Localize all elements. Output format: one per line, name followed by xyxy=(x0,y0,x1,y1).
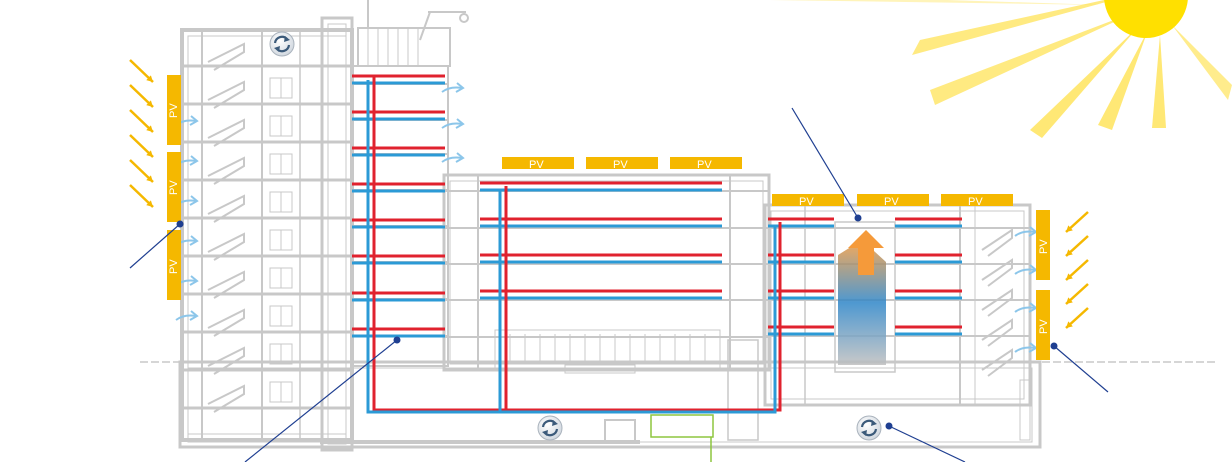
dot-icon xyxy=(176,220,184,228)
arrow-icon xyxy=(1014,230,1036,237)
arrow-icon-head xyxy=(189,235,199,246)
stair-flight xyxy=(207,118,245,147)
arrow-icon xyxy=(1014,268,1036,275)
heating-cooling-pipes xyxy=(352,74,962,414)
arrow-icon xyxy=(441,122,463,129)
arrow-icon-head xyxy=(189,155,199,166)
svg-text:PV: PV xyxy=(168,103,180,118)
pv-panel-roof-1: PV xyxy=(502,157,574,171)
solar-chimney xyxy=(838,230,886,365)
arrow-icon-head xyxy=(455,82,465,93)
warm-air-arrow xyxy=(848,230,884,275)
pv-panel-roof-6: PV xyxy=(941,194,1013,208)
return-riser xyxy=(366,80,777,414)
dot-icon xyxy=(885,422,893,430)
stair-flight xyxy=(981,258,1013,287)
ground-and-foundation xyxy=(140,360,1215,449)
arrow-icon-head xyxy=(189,310,199,321)
arrow-icon-head xyxy=(1066,273,1073,280)
arrow-icon-head xyxy=(146,100,153,107)
svg-text:PV: PV xyxy=(884,196,899,208)
middle-block xyxy=(442,173,771,374)
svg-text:PV: PV xyxy=(168,259,180,274)
stair-flight xyxy=(207,346,245,375)
callout-pipes xyxy=(244,336,401,462)
pv-panel-facade-right-2: PV xyxy=(1036,290,1050,360)
circular-arrows-icon xyxy=(269,31,295,57)
stair-flight xyxy=(207,42,245,71)
stair-flight xyxy=(981,318,1013,347)
stair-flight xyxy=(207,156,245,185)
arrow-icon-head xyxy=(146,200,153,207)
supply-riser xyxy=(372,76,782,412)
arrow-icon xyxy=(1014,346,1036,353)
pv-panel-facade-left-1: PV xyxy=(167,75,181,145)
callout-basement-fan xyxy=(885,422,966,462)
pv-panel-facade-left-2: PV xyxy=(167,152,181,222)
svg-text:PV: PV xyxy=(1038,319,1050,334)
pv-panel-roof-4: PV xyxy=(772,194,844,208)
svg-text:PV: PV xyxy=(1038,239,1050,254)
dot-icon xyxy=(393,336,401,344)
callout-solar-chimney xyxy=(791,107,862,222)
svg-text:PV: PV xyxy=(968,196,983,208)
arrow-icon-head xyxy=(146,125,153,132)
arrow-icon-head xyxy=(146,175,153,182)
stair-flight xyxy=(207,384,245,413)
dot-icon xyxy=(854,214,862,222)
stair-flight xyxy=(207,232,245,261)
arrow-icon-head xyxy=(1066,297,1073,304)
arrow-icon-head xyxy=(455,118,465,129)
stair-flight xyxy=(207,308,245,337)
arrow-icon-head xyxy=(1066,225,1073,232)
circular-arrows-icon xyxy=(537,415,563,441)
left-tower xyxy=(180,0,469,452)
arrow-icon xyxy=(441,86,463,93)
svg-text:PV: PV xyxy=(168,180,180,195)
arrow-icon xyxy=(441,156,463,163)
pv-panels: PV PV PV PV PV PV PV PV xyxy=(167,75,1050,360)
arrow-icon-head xyxy=(1066,249,1073,256)
pv-panel-facade-right-1: PV xyxy=(1036,210,1050,280)
dot-icon xyxy=(1050,342,1058,350)
sun-icon xyxy=(770,0,1232,138)
stair-flight xyxy=(981,228,1013,257)
stair-flight xyxy=(207,194,245,223)
arrow-icon-head xyxy=(455,152,465,163)
pv-panel-facade-left-3: PV xyxy=(167,230,181,300)
ventilation-fans xyxy=(269,31,882,441)
svg-text:PV: PV xyxy=(529,159,544,171)
svg-text:PV: PV xyxy=(799,196,814,208)
arrow-icon-head xyxy=(189,115,199,126)
arrow-icon-head xyxy=(146,150,153,157)
svg-text:PV: PV xyxy=(697,159,712,171)
arrow-icon xyxy=(1014,306,1036,313)
callout-lines xyxy=(129,107,1109,462)
stair-flight xyxy=(207,80,245,109)
stair-flight xyxy=(207,270,245,299)
ground-heat-exchanger xyxy=(650,414,714,462)
arrow-icon-head xyxy=(189,275,199,286)
arrow-icon xyxy=(175,314,197,321)
incoming-sun-arrows-left xyxy=(129,59,154,208)
arrow-icon-head xyxy=(189,195,199,206)
arrow-icon-head xyxy=(146,75,153,82)
arrow-icon-head xyxy=(1066,321,1073,328)
stair-flight xyxy=(981,288,1013,317)
callout-right-facade xyxy=(1050,342,1109,393)
pv-panel-roof-3: PV xyxy=(670,157,742,171)
stair-flight xyxy=(981,348,1013,377)
sun-rays xyxy=(770,0,1232,138)
right-block xyxy=(727,203,1032,441)
pv-panel-roof-5: PV xyxy=(857,194,929,208)
pv-panel-roof-2: PV xyxy=(586,157,658,171)
sun-disc xyxy=(1104,0,1188,38)
svg-text:PV: PV xyxy=(613,159,628,171)
incoming-sun-arrows-right xyxy=(1065,211,1089,329)
circular-arrows-icon xyxy=(856,415,882,441)
callout-left-facade xyxy=(129,220,184,269)
